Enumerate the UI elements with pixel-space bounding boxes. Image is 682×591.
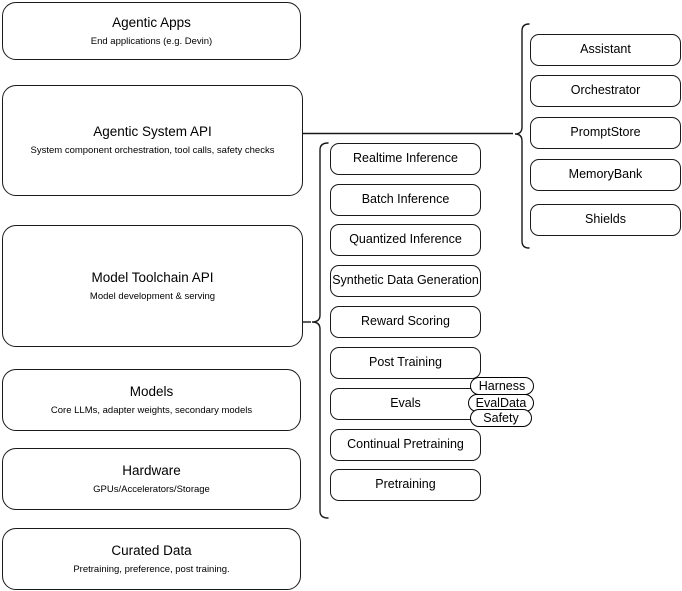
capability-pretraining[interactable]: Pretraining [330,469,481,501]
capability-realtime-inference[interactable]: Realtime Inference [330,143,481,175]
capability-quantized-inference-title: Quantized Inference [349,232,462,247]
capability-reward-scoring-title: Reward Scoring [361,314,450,329]
component-memorybank-title: MemoryBank [568,167,643,182]
capability-pretraining-title: Pretraining [375,477,436,492]
capability-evals[interactable]: Evals [330,388,481,420]
layer-agentic-apps-subtitle: End applications (e.g. Devin) [90,35,213,47]
capability-post-training-title: Post Training [369,355,442,370]
capability-continual-pretraining[interactable]: Continual Pretraining [330,429,481,461]
component-promptstore[interactable]: PromptStore [530,117,681,149]
capability-batch-inference-title: Batch Inference [361,192,450,207]
capability-continual-pretraining-title: Continual Pretraining [347,437,464,452]
capability-evals-title: Evals [390,396,421,411]
layer-model-toolchain-api-title: Model Toolchain API [91,269,214,285]
layer-model-toolchain-api[interactable]: Model Toolchain API Model development & s… [2,225,303,347]
component-promptstore-title: PromptStore [570,125,641,140]
component-orchestrator-title: Orchestrator [570,83,641,98]
component-shields[interactable]: Shields [530,204,681,236]
capability-realtime-inference-title: Realtime Inference [353,151,458,166]
layer-models-subtitle: Core LLMs, adapter weights, secondary mo… [50,404,253,416]
component-assistant-title: Assistant [580,42,631,57]
capability-quantized-inference[interactable]: Quantized Inference [330,224,481,256]
capability-reward-scoring[interactable]: Reward Scoring [330,306,481,338]
component-orchestrator[interactable]: Orchestrator [530,75,681,107]
layer-hardware-title: Hardware [122,462,181,478]
layer-agentic-apps-title: Agentic Apps [112,14,191,30]
layer-agentic-system-api-title: Agentic System API [93,124,212,140]
layer-models-title: Models [129,383,174,399]
eval-pill-harness[interactable]: Harness [470,377,534,395]
layer-agentic-system-api-subtitle: System component orchestration, tool cal… [30,145,275,156]
layer-model-toolchain-api-subtitle: Model development & serving [89,290,216,302]
capability-post-training[interactable]: Post Training [330,347,481,379]
layer-agentic-system-api[interactable]: Agentic System API System component orche… [2,85,303,196]
capability-synthetic-data-generation-title: Synthetic Data Generation [332,273,479,288]
layer-curated-data-subtitle: Pretraining, preference, post training. [73,563,230,575]
capability-batch-inference[interactable]: Batch Inference [330,184,481,216]
eval-pill-safety[interactable]: Safety [470,409,532,427]
component-assistant[interactable]: Assistant [530,34,681,66]
layer-curated-data-title: Curated Data [111,542,192,558]
capability-synthetic-data-generation[interactable]: Synthetic Data Generation [330,265,481,297]
layer-hardware-subtitle: GPUs/Accelerators/Storage [93,483,210,495]
component-shields-title: Shields [585,212,626,227]
component-memorybank[interactable]: MemoryBank [530,159,681,191]
